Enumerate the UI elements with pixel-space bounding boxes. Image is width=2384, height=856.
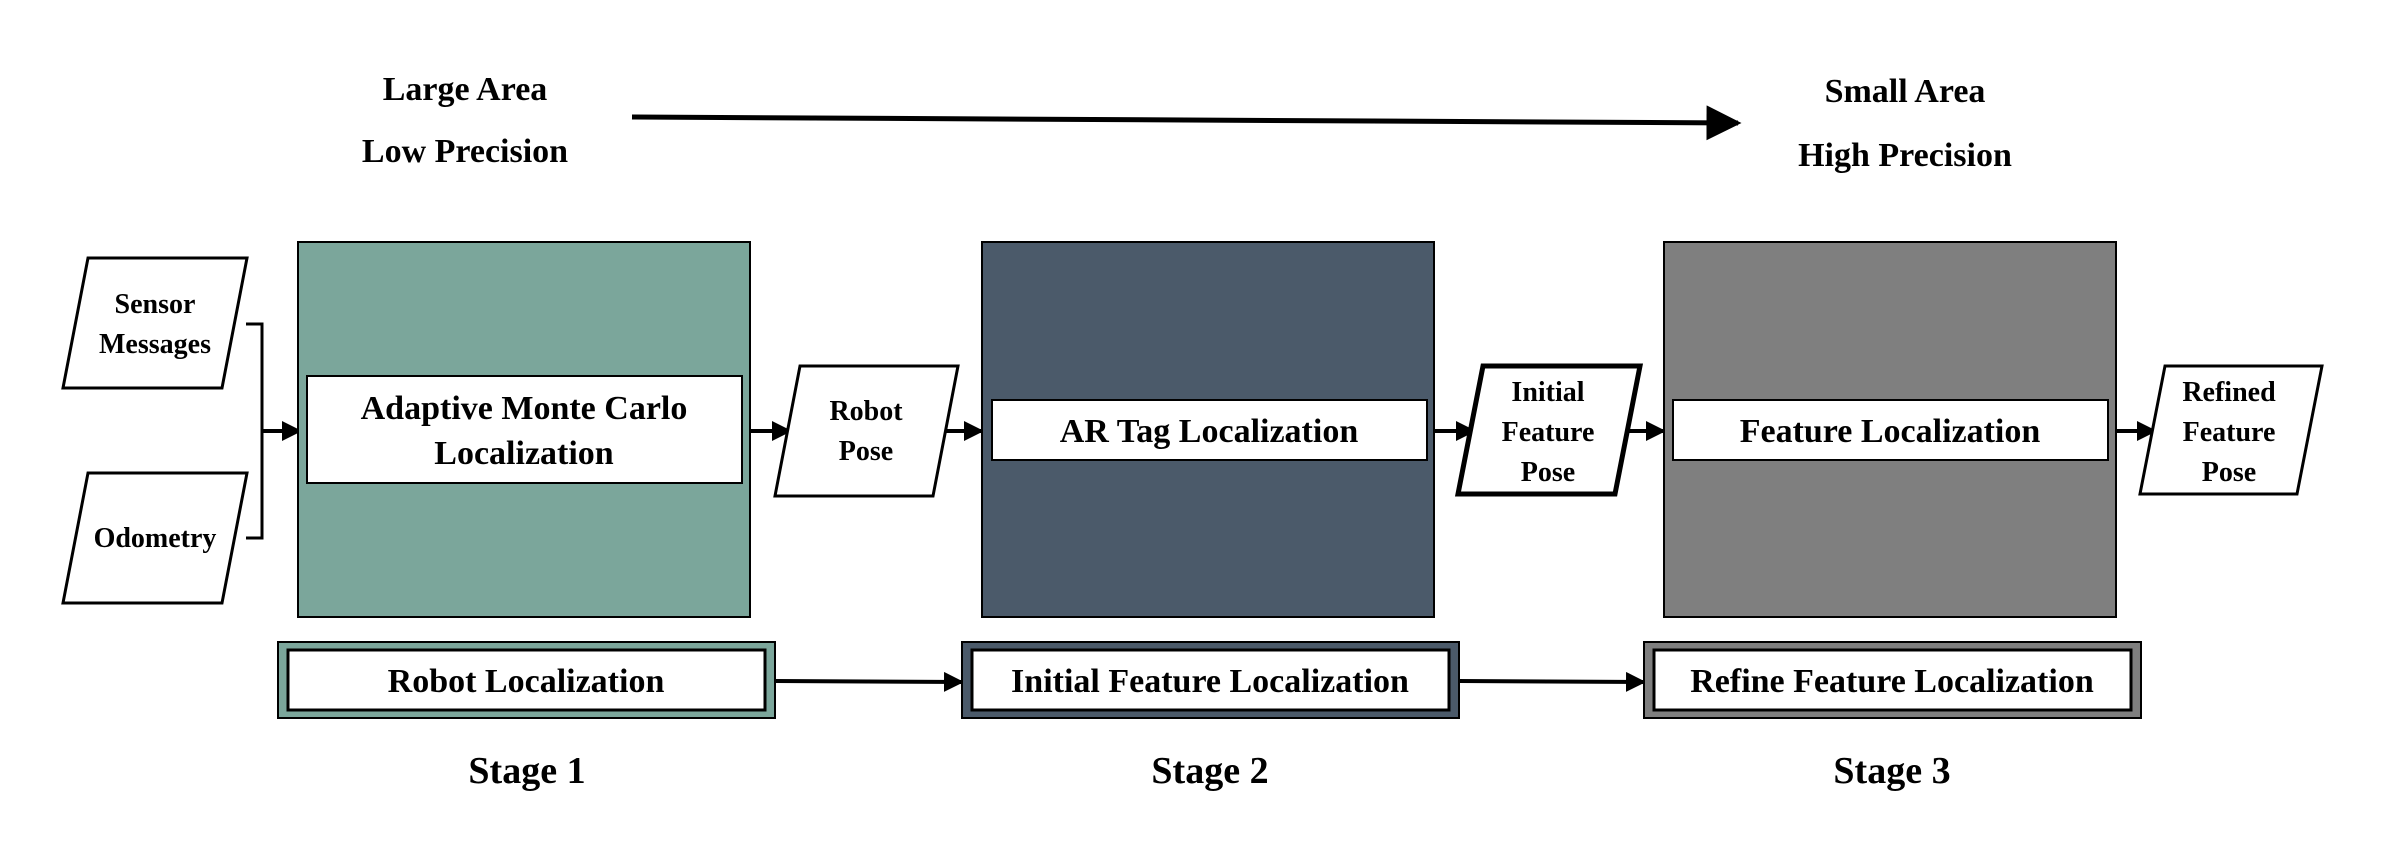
summary2-label: Initial Feature Localization — [1011, 663, 1409, 700]
summary-robot-localization: Robot Localization — [277, 641, 776, 719]
output-robot-pose: Robot Pose — [773, 364, 960, 498]
scale-left-line2: Low Precision — [362, 133, 568, 170]
output-initial-feature-pose: Initial Feature Pose — [1454, 363, 1644, 497]
stage3-label: Stage 3 — [1833, 750, 1950, 792]
stage3-process-line1: Feature Localization — [1740, 413, 2041, 450]
stage1-label: Stage 1 — [468, 750, 585, 792]
stage2-label: Stage 2 — [1151, 750, 1268, 792]
stage2-process-box — [991, 399, 1428, 461]
stage-2: AR Tag Localization — [981, 241, 1435, 618]
summary-refine-feature-localization: Refine Feature Localization — [1643, 641, 2142, 719]
summary2-inner — [970, 648, 1451, 712]
stage-3: Feature Localization — [1663, 241, 2117, 618]
input-odometry: Odometry — [61, 471, 249, 605]
stage3-process-box — [1672, 399, 2109, 461]
input-sensor-messages: Sensor Messages — [61, 256, 249, 390]
output-refined-feature-pose: Refined Feature Pose — [2138, 364, 2324, 496]
refined-pose-line3: Pose — [2202, 457, 2256, 488]
arrow-summary1-to-summary2 — [774, 671, 964, 692]
summary1-inner — [286, 648, 767, 712]
refined-pose-line2: Feature — [2183, 417, 2276, 448]
scale-left-line1: Large Area — [383, 71, 548, 108]
scale-right-line1: Small Area — [1825, 73, 1986, 110]
arrow-summary2-to-summary3 — [1458, 671, 1646, 692]
sensor-line2: Messages — [99, 329, 211, 360]
stage2-process-line1: AR Tag Localization — [1060, 413, 1359, 450]
odometry-label: Odometry — [94, 523, 217, 554]
refined-pose-line1: Refined — [2182, 377, 2276, 408]
summary1-label: Robot Localization — [388, 663, 665, 700]
summary3-label: Refine Feature Localization — [1690, 663, 2094, 700]
robot-pose-line2: Pose — [839, 436, 893, 467]
sensor-line1: Sensor — [115, 289, 196, 320]
initial-pose-line2: Feature — [1502, 417, 1595, 448]
precision-scale: Large Area Low Precision Small Area High… — [362, 71, 2012, 174]
initial-pose-line3: Pose — [1521, 457, 1575, 488]
summary-initial-feature-localization: Initial Feature Localization — [961, 641, 1460, 719]
stage-1: Adaptive Monte Carlo Localization — [297, 241, 751, 618]
scale-right-line2: High Precision — [1798, 137, 2012, 174]
stage1-process-box — [306, 375, 743, 484]
robot-pose-line1: Robot — [829, 396, 903, 427]
initial-pose-line1: Initial — [1511, 377, 1584, 408]
scale-arrow — [631, 105, 1742, 141]
stage1-process-line1: Adaptive Monte Carlo — [361, 390, 688, 427]
stage1-process-line2: Localization — [434, 435, 614, 472]
input-bracket — [246, 322, 264, 540]
summary3-inner — [1652, 648, 2133, 712]
